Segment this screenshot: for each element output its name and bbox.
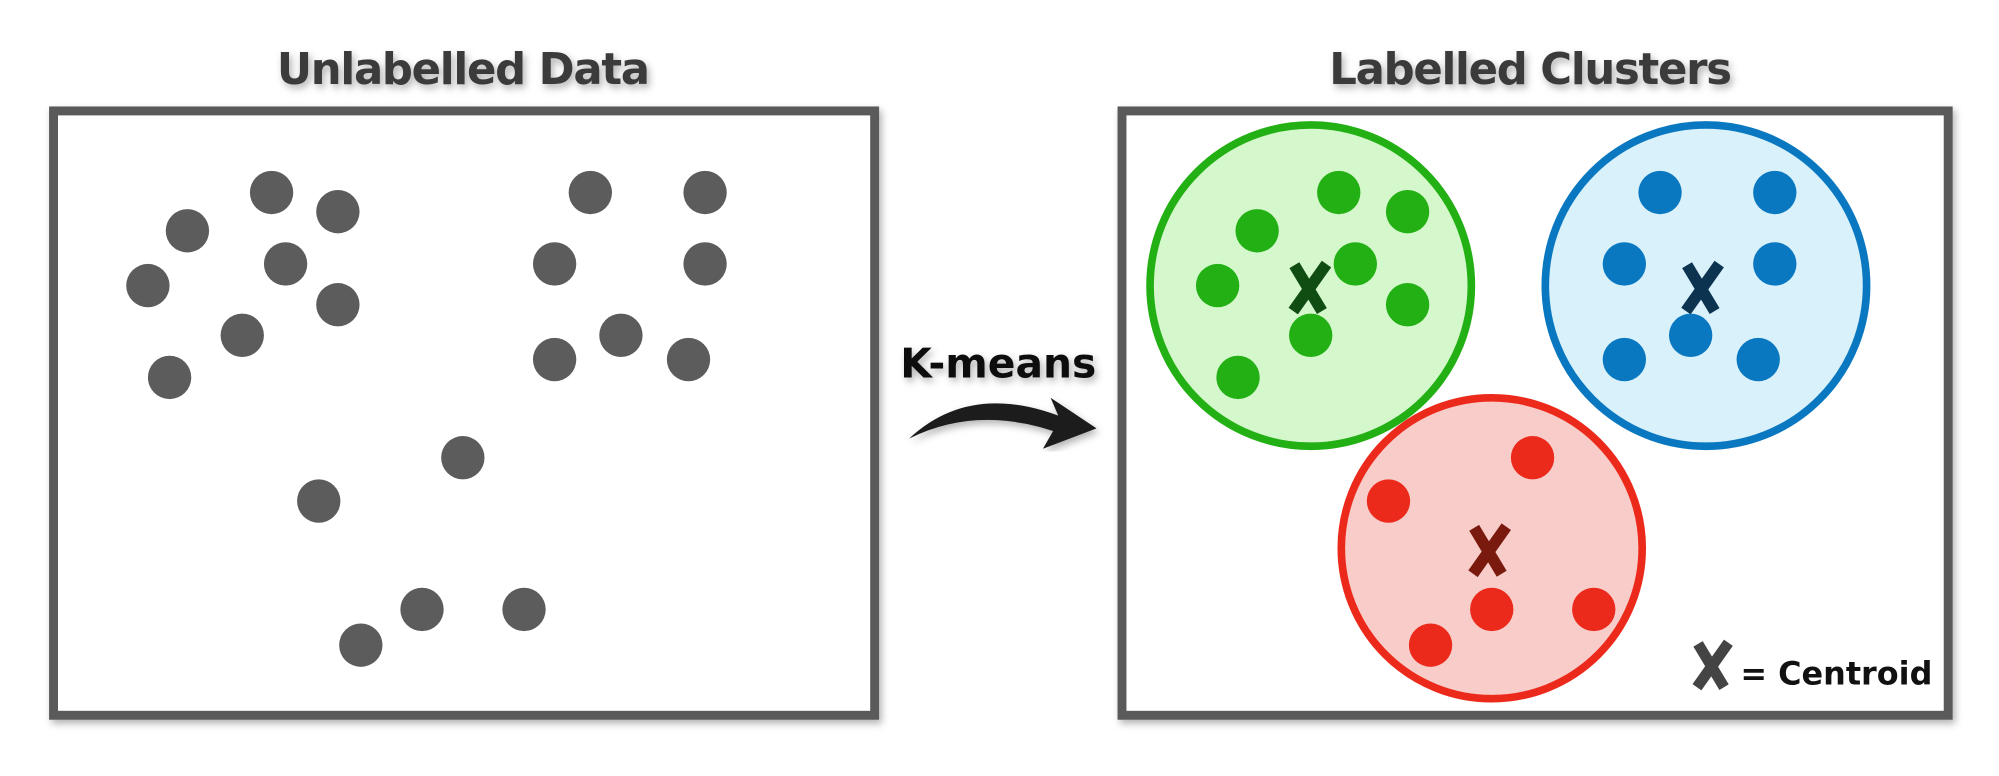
data-point: [1235, 209, 1279, 253]
data-point: [1195, 263, 1240, 308]
data-point: [502, 587, 546, 632]
left-panel-title: Unlabelled Data: [277, 45, 649, 95]
data-point: [126, 263, 170, 308]
data-point: [1602, 242, 1647, 286]
data-point: [666, 337, 711, 382]
data-point: [147, 355, 192, 400]
clusters: [1146, 121, 1871, 703]
data-point: [568, 170, 612, 215]
data-point: [165, 209, 210, 253]
data-point: [1602, 337, 1647, 382]
centroid-icon: [1468, 523, 1511, 578]
cluster-green: [1146, 121, 1476, 451]
data-point: [220, 313, 264, 357]
cluster-blue: [1541, 121, 1871, 451]
cluster-red: [1337, 393, 1647, 703]
centroid-legend-icon: [1692, 639, 1733, 691]
data-point: [1317, 170, 1361, 215]
data-point: [1510, 436, 1555, 480]
unlabelled-points: [126, 170, 727, 667]
data-point: [1289, 313, 1333, 357]
data-point: [1736, 337, 1780, 382]
data-point: [441, 436, 485, 480]
centroid-legend: = Centroid: [1692, 639, 1932, 693]
kmeans-label: K-means: [900, 339, 1096, 387]
data-point: [1668, 313, 1713, 357]
data-point: [1366, 479, 1411, 523]
centroid-x-icon: [1692, 639, 1733, 691]
data-point: [1333, 242, 1377, 286]
data-point: [1470, 587, 1514, 632]
data-point: [1638, 170, 1682, 215]
data-point: [532, 337, 577, 382]
data-point: [1753, 170, 1797, 215]
arrow-icon: [909, 397, 1097, 449]
data-point: [1385, 189, 1430, 234]
data-point: [249, 170, 294, 215]
centroid-legend-label: = Centroid: [1740, 655, 1932, 693]
centroid-icon: [1681, 260, 1724, 315]
data-point: [1385, 283, 1430, 327]
data-point: [339, 623, 383, 667]
data-point: [400, 587, 444, 632]
data-point: [263, 242, 308, 286]
right-panel-title: Labelled Clusters: [1329, 45, 1730, 95]
data-point: [1753, 242, 1797, 286]
data-point: [316, 283, 360, 327]
data-point: [1216, 355, 1260, 400]
data-point: [1572, 587, 1616, 632]
data-point: [599, 313, 643, 357]
data-point: [683, 170, 727, 215]
left-panel-frame: [49, 106, 880, 720]
centroid-icon: [1288, 260, 1332, 315]
data-point: [532, 242, 577, 286]
data-point: [316, 189, 360, 234]
data-point: [1408, 623, 1453, 667]
data-point: [683, 242, 727, 286]
data-point: [297, 479, 341, 523]
